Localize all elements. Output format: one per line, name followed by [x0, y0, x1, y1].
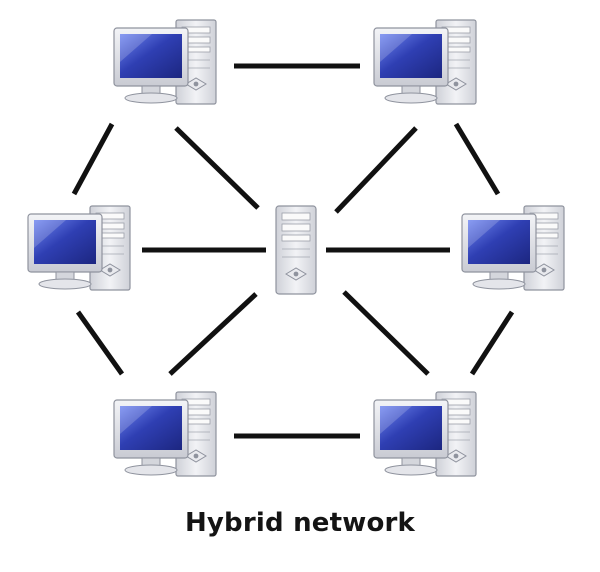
computer-icon [113, 19, 217, 105]
link-top-left-to-middle-left [71, 122, 115, 196]
computer-icon [113, 391, 217, 477]
computer-icon [461, 205, 565, 291]
computer-icon [27, 205, 131, 291]
diagram-caption: Hybrid network [184, 508, 416, 538]
hybrid-network-diagram [27, 19, 565, 477]
link-bottom-right-to-server [342, 290, 430, 376]
network-links [71, 63, 515, 439]
server-icon [275, 205, 317, 295]
computer-icon [373, 19, 477, 105]
link-middle-right-to-bottom-right [469, 310, 515, 376]
link-middle-left-to-bottom-left [75, 310, 125, 376]
link-top-left-to-server [174, 126, 260, 210]
link-top-right-to-server [334, 126, 418, 214]
computer-icon [373, 391, 477, 477]
link-top-right-to-middle-right [453, 122, 501, 196]
link-bottom-left-to-server [168, 292, 258, 376]
